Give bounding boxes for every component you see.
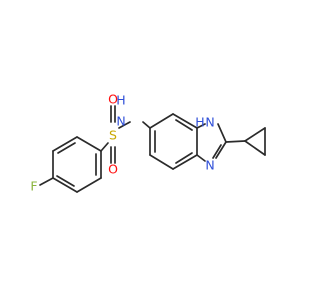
double-bond-inner <box>57 142 76 154</box>
bond <box>244 127 266 142</box>
structure-svg: F S O O N H N H N <box>30 92 266 194</box>
molecule-diagram: F S O O N H N H N <box>30 92 266 194</box>
imidazole-nh-nitrogen-label: N <box>205 115 214 130</box>
bond <box>172 154 198 170</box>
bond <box>215 141 227 159</box>
carbon-fluorine-bond <box>39 177 54 186</box>
bond <box>217 123 227 143</box>
imidazole-nh-hydrogen-label: H <box>195 115 204 130</box>
bond <box>149 113 174 129</box>
imidazole-nitrogen-label: N <box>205 158 214 173</box>
bond <box>149 154 174 170</box>
bond <box>76 136 102 152</box>
bond <box>225 140 246 143</box>
amide-nitrogen-atom-label: N <box>116 114 125 129</box>
bond <box>52 136 78 152</box>
double-bond-inner <box>175 152 193 164</box>
oxygen-top-atom-label: O <box>108 92 118 107</box>
bond <box>196 123 206 129</box>
bond <box>244 140 266 156</box>
double-bond-inner <box>175 119 193 131</box>
amide-hydrogen-label: H <box>116 93 125 108</box>
nitrogen-carbon-bond <box>142 121 151 129</box>
oxygen-bottom-atom-label: O <box>108 162 118 177</box>
bond <box>196 154 206 162</box>
carbon-sulfur-bond <box>100 142 109 152</box>
double-bond-inner <box>212 144 222 159</box>
cyclopropyl-ring <box>225 127 266 156</box>
imidazole-ring <box>196 123 227 162</box>
fluorophenyl-ring <box>52 136 102 193</box>
sulfur-atom-label: S <box>109 128 117 143</box>
benzimidazole-benzene-ring <box>149 113 198 170</box>
bond <box>172 113 198 129</box>
bond <box>52 177 78 193</box>
sulfur-nitrogen-bond <box>118 121 131 129</box>
double-bond-inner <box>56 175 75 187</box>
fluorine-atom-label: F <box>30 179 37 194</box>
bond <box>76 177 102 193</box>
